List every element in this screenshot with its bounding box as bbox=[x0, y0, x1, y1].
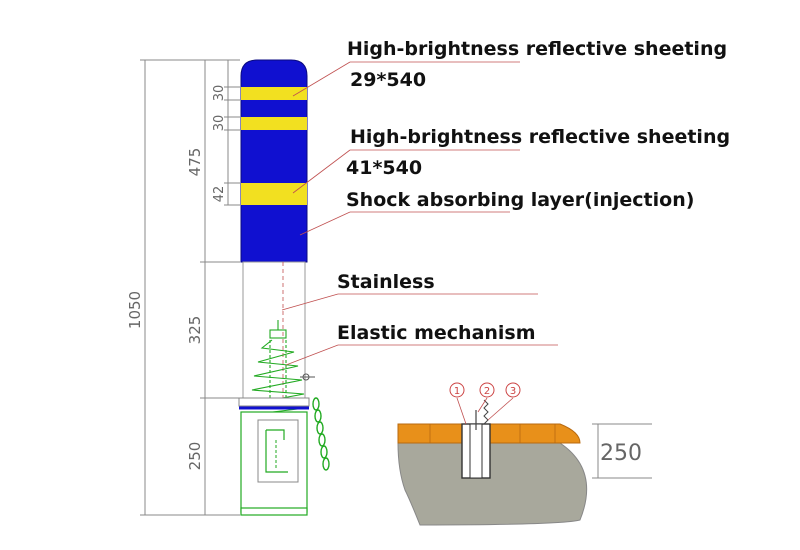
base-ring bbox=[238, 397, 310, 407]
dimension-lines bbox=[140, 59, 240, 516]
dim-band-3: 42 bbox=[212, 186, 227, 203]
svg-text:2: 2 bbox=[484, 386, 490, 397]
callout-elastic: Elastic mechanism bbox=[337, 322, 536, 344]
callout-sheeting-top-size: 29*540 bbox=[350, 69, 426, 91]
callout-shock-layer: Shock absorbing layer(injection) bbox=[346, 189, 694, 211]
anchor-hook bbox=[265, 429, 288, 473]
dim-upper-body: 475 bbox=[186, 148, 204, 177]
callout-sheeting-mid-title: High-brightness reflective sheeting bbox=[350, 126, 730, 148]
side-pin bbox=[300, 373, 315, 381]
safety-chain bbox=[312, 397, 330, 471]
svg-text:1: 1 bbox=[454, 386, 460, 397]
reflective-band-1 bbox=[241, 87, 307, 100]
marker-leaders bbox=[456, 397, 514, 425]
marker-2: 2 bbox=[479, 382, 495, 398]
reflective-band-3 bbox=[241, 183, 307, 205]
dim-band-1: 30 bbox=[212, 85, 227, 102]
marker-1: 1 bbox=[449, 382, 465, 398]
dim-total-height: 1050 bbox=[126, 291, 144, 329]
leader-lines bbox=[281, 61, 558, 366]
callout-stainless: Stainless bbox=[337, 271, 435, 293]
dim-middle-body: 325 bbox=[186, 316, 204, 345]
svg-text:3: 3 bbox=[510, 386, 516, 397]
bollard-body bbox=[240, 59, 308, 263]
callout-sheeting-top-title: High-brightness reflective sheeting bbox=[347, 38, 727, 60]
base-housing bbox=[240, 411, 308, 513]
dim-base: 250 bbox=[186, 442, 204, 471]
dim-band-2: 30 bbox=[212, 115, 227, 132]
ground-section bbox=[397, 442, 588, 526]
marker-3: 3 bbox=[505, 382, 521, 398]
dim-foundation-depth: 250 bbox=[600, 441, 642, 466]
foundation-dim-lines bbox=[592, 423, 652, 479]
reflective-band-2 bbox=[241, 117, 307, 130]
callout-sheeting-mid-size: 41*540 bbox=[346, 157, 422, 179]
